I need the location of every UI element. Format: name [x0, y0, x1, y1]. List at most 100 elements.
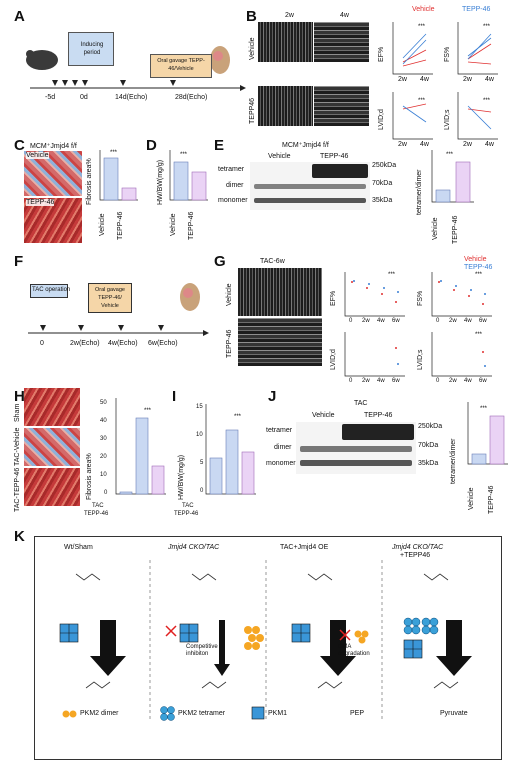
x-tick: 4w	[464, 378, 472, 384]
x-tick: 4w	[377, 378, 385, 384]
svg-text:***: ***	[180, 152, 188, 158]
axis-label: tetramer/dimer	[450, 438, 457, 484]
echo-image	[238, 318, 322, 366]
bar-vehicle	[435, 189, 451, 203]
panel-label-k: K	[14, 528, 25, 545]
svg-text:***: ***	[418, 98, 426, 104]
mechanism-note: CMA degradation	[338, 644, 370, 657]
histology-image	[24, 388, 80, 426]
chart-d: ***	[169, 150, 208, 201]
x-tick: 2w	[449, 378, 457, 384]
chart-j: ***	[467, 402, 508, 465]
bar-tepp	[455, 161, 471, 203]
mechanism-schematic	[34, 536, 502, 760]
svg-text:***: ***	[475, 332, 483, 338]
time-label: 4w(Echo)	[108, 340, 138, 347]
axis-label: LVID;s	[417, 349, 424, 371]
kda-marker: 35kDa	[418, 460, 439, 467]
axis-label: HW/BW(mg/g)	[178, 454, 185, 500]
bar-tac-vehicle	[135, 417, 149, 495]
kda-marker: 250kDa	[372, 162, 397, 169]
scenario-label: Jmjd4 CKO/TAC	[168, 544, 220, 551]
bar-tepp	[121, 187, 137, 201]
svg-text:***: ***	[483, 24, 491, 30]
bar-tepp	[191, 171, 207, 201]
echo-image	[258, 86, 313, 126]
y-tick: 50	[100, 400, 107, 406]
chart-e: ***	[431, 150, 474, 203]
band-label: monomer	[218, 197, 248, 204]
y-tick: 10	[196, 432, 203, 438]
chart-c: ***	[99, 150, 138, 201]
bar-tac-tepp	[151, 465, 165, 495]
axis-label: FS%	[444, 46, 451, 62]
time-label: 2w(Echo)	[70, 340, 100, 347]
y-tick: 0	[104, 490, 108, 496]
inducing-period-box	[68, 32, 114, 66]
panel-label-i: I	[172, 388, 177, 405]
histology-image	[24, 428, 80, 466]
x-tick: 2w	[362, 378, 370, 384]
echo-image	[238, 268, 322, 316]
x-tick: 2w	[463, 141, 472, 148]
flux-arrow	[320, 620, 356, 676]
echo-image	[314, 22, 369, 62]
x-label: TEPP-46	[488, 485, 495, 514]
bar-vehicle	[471, 453, 487, 465]
panel-label-c: C	[14, 137, 25, 154]
panel-label-a: A	[14, 8, 25, 25]
flux-arrow	[436, 620, 472, 676]
x-tick: 2w	[463, 76, 472, 83]
bar-vehicle	[103, 157, 119, 201]
tac-label: TAC operation	[32, 287, 71, 293]
kda-marker: 70kDa	[372, 180, 393, 187]
y-tick: 40	[100, 418, 107, 424]
svg-text:***: ***	[110, 150, 118, 156]
legend-pyruvate: Pyruvate	[440, 710, 468, 717]
row-label: TEPP46	[249, 97, 256, 124]
x-label: Vehicle	[99, 213, 106, 236]
band-label: tetramer	[266, 427, 293, 434]
x-tick: 4w	[420, 141, 429, 148]
x-tick: 2w	[398, 141, 407, 148]
x-tick: 4w	[377, 318, 385, 324]
band-label: dimer	[274, 444, 292, 451]
y-tick: 0	[200, 488, 204, 494]
svg-text:***: ***	[475, 272, 483, 278]
kda-marker: 35kDa	[372, 197, 393, 204]
panel-f-timeline	[28, 283, 209, 336]
band-label: monomer	[266, 460, 296, 467]
x-label: Vehicle	[170, 213, 177, 236]
condition-label: TEPP-46	[174, 511, 199, 517]
gavage-box	[88, 283, 132, 313]
x-tick: 4w	[485, 76, 494, 83]
svg-text:***: ***	[446, 152, 454, 158]
time-label: 28d(Echo)	[175, 94, 208, 101]
x-tick: 6w	[392, 318, 400, 324]
x-tick: 4w	[485, 141, 494, 148]
x-tick: 2w	[362, 318, 370, 324]
y-tick: 10	[100, 472, 107, 478]
panel-b-line-charts: ************	[392, 22, 498, 140]
x-tick: 6w	[479, 318, 487, 324]
x-label: TEPP-46	[188, 211, 195, 240]
western-blot	[250, 162, 370, 210]
x-label: TEPP-46	[117, 211, 124, 240]
x-tick: 2w	[449, 318, 457, 324]
mechanism-note: Competitive inhibiton	[186, 644, 218, 657]
scenario-label: Wt/Sham	[64, 544, 93, 551]
panel-g-scatter: *********	[344, 272, 492, 377]
genotype-title: MCM⁺Jmjd4 f/f	[30, 143, 77, 150]
bar-sham	[119, 491, 133, 495]
row-label: TEPP-46	[226, 329, 233, 358]
chart-title: TAC-6w	[260, 258, 285, 265]
tac-box	[30, 284, 68, 298]
group-label: TEPP-46	[320, 153, 349, 160]
axis-label: Fibrosis area%	[86, 453, 93, 500]
svg-text:***: ***	[144, 408, 152, 414]
panel-label-b: B	[246, 8, 257, 25]
bar-tepp	[489, 415, 505, 465]
axis-label: LVID;s	[444, 109, 451, 131]
x-tick: 4w	[464, 318, 472, 324]
svg-text:***: ***	[418, 24, 426, 30]
